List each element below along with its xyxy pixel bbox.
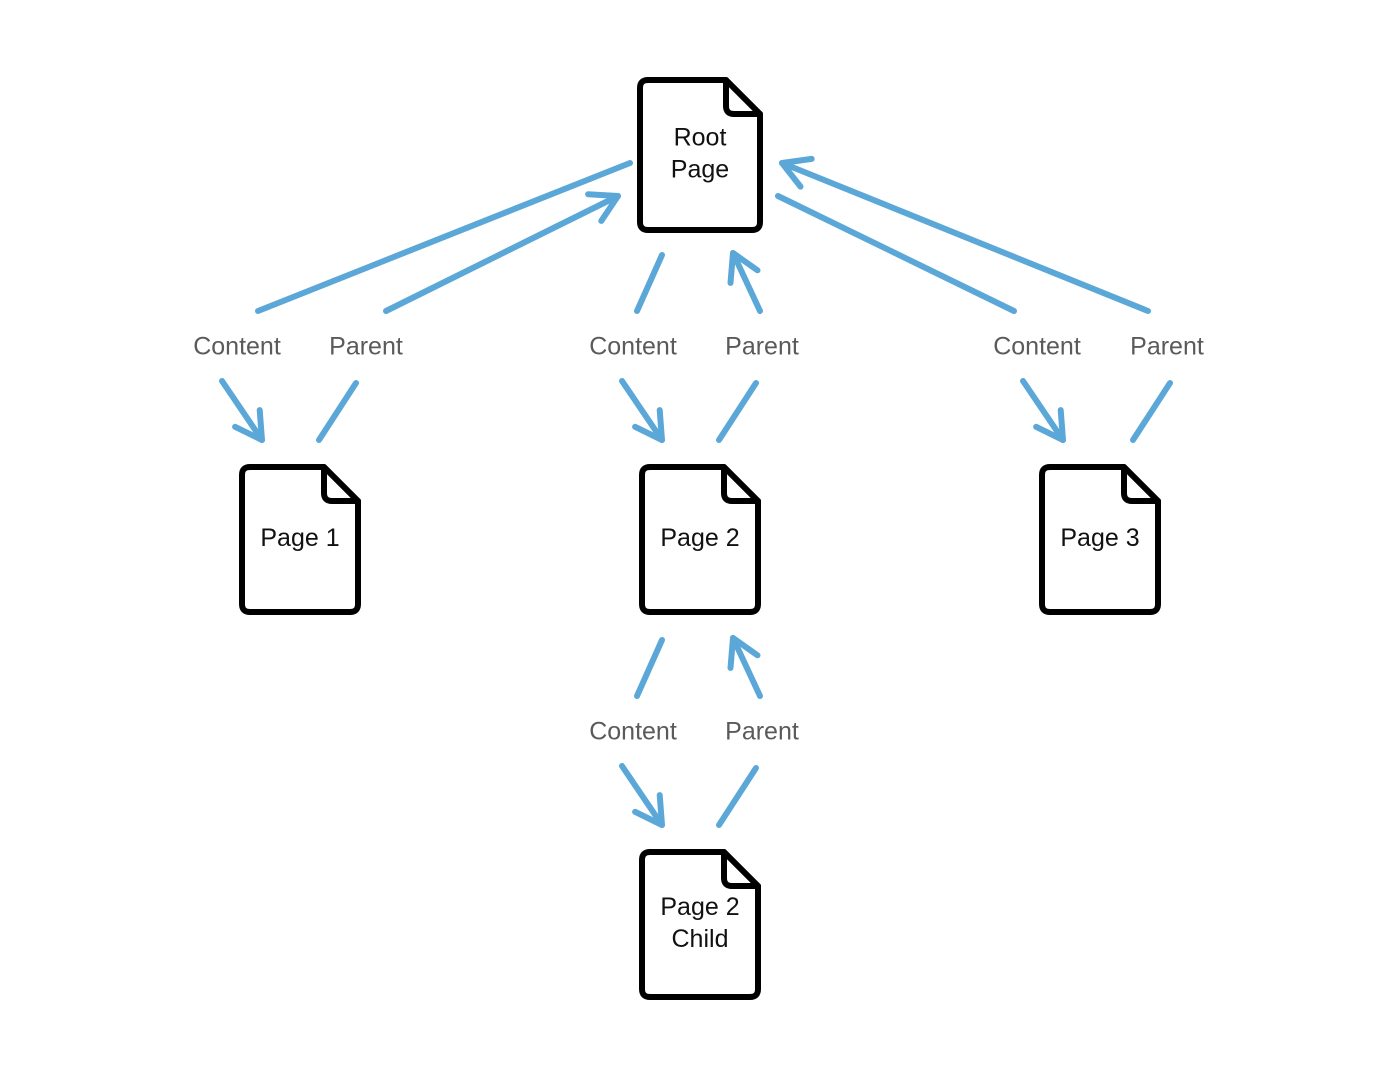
edge-line (716, 380, 759, 443)
edges-layer (219, 155, 1173, 828)
page-fold-icon (721, 849, 761, 889)
node-page2child[interactable]: Page 2 Child (639, 849, 761, 1000)
edge-content (619, 378, 665, 443)
edge-line (316, 380, 359, 443)
edge-line (730, 635, 763, 699)
edge-label-content: Content (193, 333, 281, 361)
edge-label-parent: Parent (329, 333, 403, 361)
page-icon (637, 77, 763, 233)
edge-label-parent: Parent (725, 718, 799, 746)
edge-label-parent: Parent (1130, 333, 1204, 361)
node-label-line1: Page 2 (660, 893, 739, 921)
edge-content (775, 193, 1017, 314)
arrowhead-icon (585, 191, 621, 224)
edge-content (1020, 378, 1066, 443)
edge-line (383, 193, 621, 314)
edge-parent (727, 635, 763, 699)
edge-parent (779, 155, 1151, 314)
node-label-line1: Root (674, 124, 727, 152)
edge-line (634, 252, 665, 314)
edge-line (775, 193, 1017, 314)
edge-line (255, 160, 633, 314)
node-page3[interactable]: Page 3 (1039, 464, 1161, 615)
node-label-line2: Page (671, 156, 729, 184)
edge-line (219, 378, 265, 443)
arrowhead-icon (727, 635, 761, 671)
edge-content (634, 637, 665, 699)
node-label: Page 1 (260, 524, 339, 552)
arrowhead-icon (632, 407, 665, 443)
edge-content (619, 763, 665, 828)
edge-line (779, 160, 1151, 314)
edge-parent (383, 191, 621, 314)
page-fold-icon (721, 464, 761, 504)
page-fold-icon (723, 77, 763, 117)
edge-label-content: Content (589, 333, 677, 361)
node-label: Page 3 (1060, 524, 1139, 552)
edge-parent (716, 765, 759, 828)
edge-line (730, 250, 763, 314)
edge-line (619, 763, 665, 828)
arrowhead-icon (1033, 407, 1066, 443)
arrowhead-icon (779, 155, 815, 190)
edge-label-parent: Parent (725, 333, 799, 361)
edge-line (1130, 380, 1173, 443)
edge-content (255, 160, 633, 314)
edge-line (716, 765, 759, 828)
edge-line (619, 378, 665, 443)
edge-line (634, 637, 665, 699)
arrowhead-icon (632, 792, 665, 828)
node-label-line2: Child (672, 925, 729, 953)
node-page2[interactable]: Page 2 (639, 464, 761, 615)
edge-content (219, 378, 265, 443)
edge-label-content: Content (993, 333, 1081, 361)
edge-line (1020, 378, 1066, 443)
page-fold-icon (1121, 464, 1161, 504)
edge-parent (316, 380, 359, 443)
edge-parent (716, 380, 759, 443)
node-label: Page 2 (660, 524, 739, 552)
edge-content (634, 252, 665, 314)
edge-label-content: Content (589, 718, 677, 746)
page-fold-icon (321, 464, 361, 504)
arrowhead-icon (727, 250, 761, 286)
edge-parent (727, 250, 763, 314)
node-page1[interactable]: Page 1 (239, 464, 361, 615)
arrowhead-icon (232, 407, 265, 443)
edge-parent (1130, 380, 1173, 443)
